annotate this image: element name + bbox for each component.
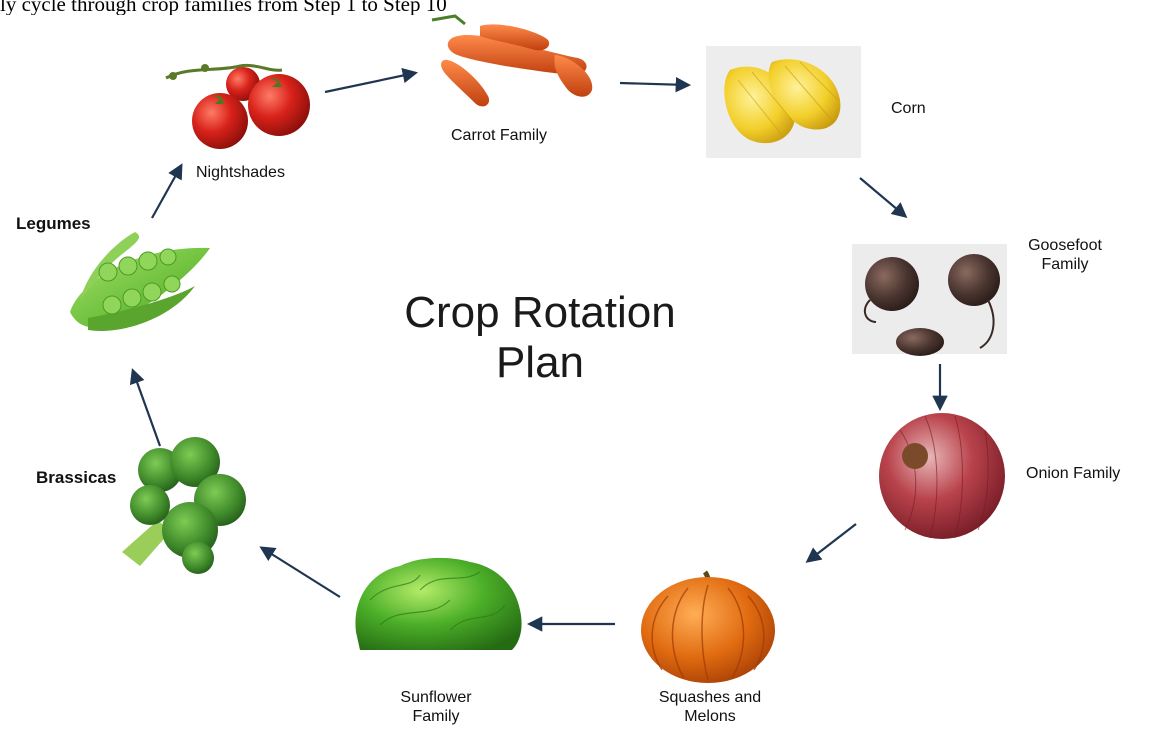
label-brassicas: Brassicas [36,468,117,487]
corn-image [706,46,861,158]
label-nightshades: Nightshades [196,164,285,181]
label-goosefoot-family: Goosefoot Family [1012,236,1118,274]
onion-image [879,413,1005,539]
pumpkin-image [641,570,775,683]
lettuce-image [355,557,522,650]
title-line-2: Plan [495,338,585,387]
tomato-image [165,63,310,149]
carrot-image [431,14,593,107]
truncated-caption: ly cycle through crop families from Step… [0,0,447,15]
label-corn: Corn [891,100,926,117]
arrow-brassicas-to-legumes [129,368,162,447]
sunflower-line-1: Sunflower [400,689,472,706]
broccoli-image [122,437,246,574]
rotation-arrows [129,68,948,632]
arrow-corn-to-goosefoot [859,177,908,218]
label-legumes: Legumes [16,214,91,233]
goosefoot-line-1: Goosefoot [1028,237,1102,254]
squashes-line-1: Squashes and [658,689,762,706]
arrow-sunflower-to-brassicas [259,546,341,598]
title-line-1: Crop Rotation [404,288,676,337]
arrow-onion-to-squashes [805,523,857,563]
label-squashes-and-melons: Squashes and Melons [630,688,790,726]
label-sunflower-family: Sunflower Family [376,688,496,726]
pea-pod-image [70,232,210,331]
arrow-carrot-to-corn [619,76,692,93]
squashes-line-2: Melons [684,708,736,725]
sunflower-line-2: Family [412,708,460,725]
label-onion-family: Onion Family [1026,465,1121,482]
beet-image [852,244,1007,356]
goosefoot-line-2: Family [1041,256,1089,273]
label-carrot-family: Carrot Family [451,127,548,144]
arrow-legumes-to-nightshades [151,163,183,219]
arrow-nightshades-to-carrot [324,68,419,94]
diagram-title: Crop Rotation Plan [360,288,720,388]
